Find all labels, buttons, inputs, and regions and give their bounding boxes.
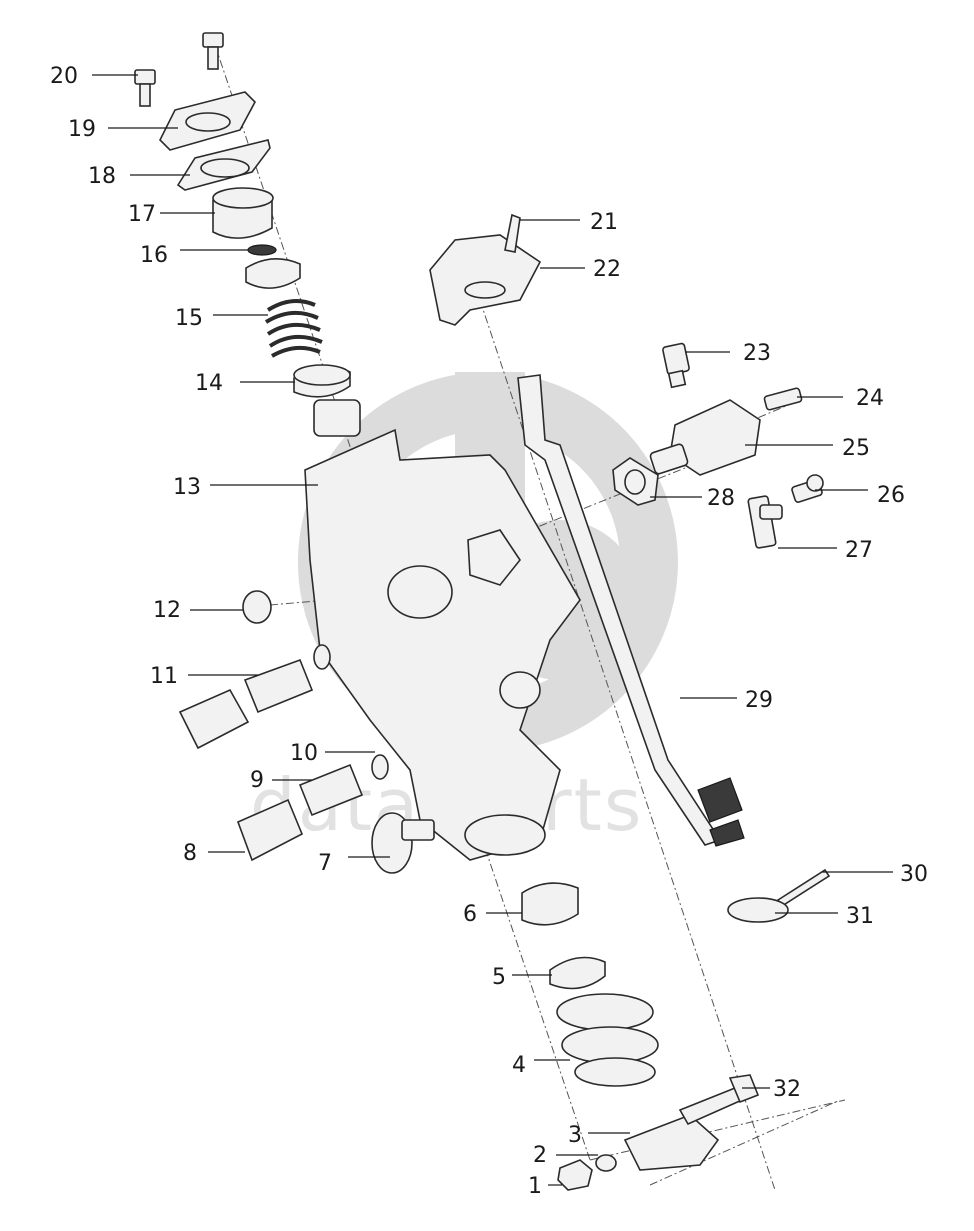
- part-25-valve-block: [649, 399, 761, 476]
- callout-14: 14: [195, 371, 223, 396]
- part-19-flange: [159, 91, 256, 151]
- part-32-bolt: [678, 1074, 760, 1126]
- part-14-bearing: [293, 364, 361, 437]
- callout-23: 23: [743, 341, 771, 366]
- part-13-housing: [304, 428, 581, 861]
- callout-17: 17: [128, 202, 156, 227]
- callout-15: 15: [175, 306, 203, 331]
- part-8-knob: [236, 798, 304, 862]
- callout-28: 28: [707, 486, 735, 511]
- part-17-bushing: [212, 187, 274, 239]
- callout-1: 1: [528, 1174, 542, 1199]
- callout-8: 8: [183, 841, 197, 866]
- part-26-elbow: [791, 474, 824, 503]
- callout-16: 16: [140, 243, 168, 268]
- part-31-coupling: [727, 897, 789, 923]
- part-12-oring: [242, 590, 272, 624]
- callout-20: 20: [50, 64, 78, 89]
- callout-13: 13: [173, 475, 201, 500]
- part-23-fitting: [662, 342, 690, 389]
- callout-21: 21: [590, 210, 618, 235]
- callout-6: 6: [463, 902, 477, 927]
- callout-24: 24: [856, 386, 884, 411]
- callout-22: 22: [593, 257, 621, 282]
- callout-3: 3: [568, 1123, 582, 1148]
- callout-9: 9: [250, 768, 264, 793]
- leader-lines: [92, 74, 893, 1186]
- callout-29: 29: [745, 688, 773, 713]
- part-16-washer: [247, 244, 277, 256]
- part-1-nut: [557, 1159, 593, 1191]
- callout-10: 10: [290, 741, 318, 766]
- part-10-seal: [371, 754, 389, 780]
- part-5-bearing: [549, 956, 606, 990]
- callout-19: 19: [68, 117, 96, 142]
- part-21-pin: [504, 213, 521, 253]
- part-29-shaft: [517, 374, 745, 847]
- callout-26: 26: [877, 483, 905, 508]
- callout-12: 12: [153, 598, 181, 623]
- callout-5: 5: [492, 965, 506, 990]
- part-24-connector: [763, 387, 803, 411]
- part-22-bracket: [429, 234, 542, 326]
- callout-11: 11: [150, 664, 178, 689]
- callout-18: 18: [88, 164, 116, 189]
- callout-31: 31: [846, 904, 874, 929]
- part-7-plate: [371, 812, 435, 874]
- part-9-valve: [298, 763, 364, 817]
- part-30-pin: [776, 868, 831, 908]
- callout-30: 30: [900, 862, 928, 887]
- part-28-gasket: [612, 457, 659, 506]
- part-3-clamp: [623, 1114, 720, 1171]
- part-27-tee: [747, 495, 783, 549]
- callout-4: 4: [512, 1053, 526, 1078]
- part-6-bushing: [521, 882, 579, 926]
- part-18-gasket: [176, 139, 271, 191]
- callout-27: 27: [845, 538, 873, 563]
- part-2-washer: [595, 1154, 617, 1172]
- part-20-bolt: [134, 32, 224, 107]
- part-15-spring: [245, 258, 323, 358]
- callout-numbers: 20 19 18 17 16 15 14 13 12 11 10 9 8 7 6…: [50, 64, 928, 1199]
- callout-25: 25: [842, 436, 870, 461]
- part-11-valve: [178, 644, 331, 750]
- part-4-pulley: [556, 993, 659, 1087]
- callout-7: 7: [318, 851, 332, 876]
- callout-32: 32: [773, 1077, 801, 1102]
- callout-2: 2: [533, 1143, 547, 1168]
